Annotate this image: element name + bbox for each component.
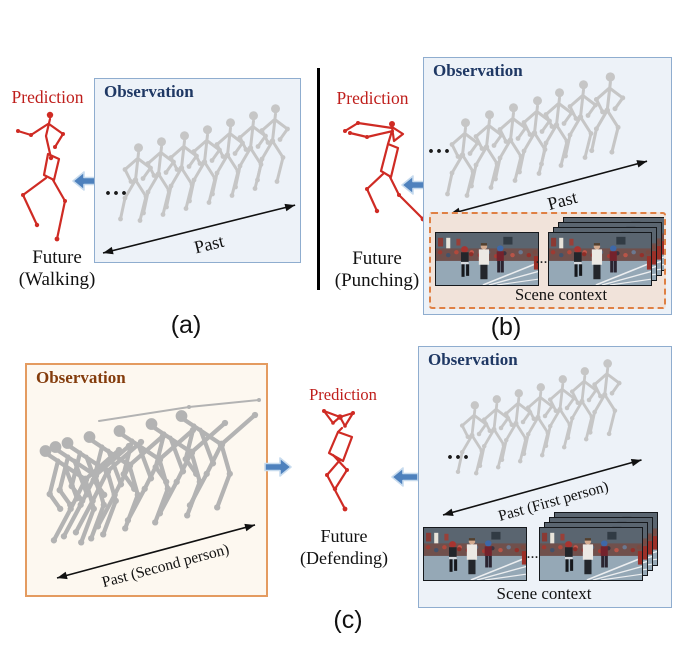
panel-a-prediction-label: Prediction — [11, 87, 84, 107]
panel-b-future-label: Future (Punching) — [325, 248, 429, 292]
past-axis-arrow: Past — [102, 203, 296, 258]
future-text: Future — [32, 247, 82, 268]
ellipsis: ... — [428, 133, 452, 159]
scene-photo — [435, 232, 539, 286]
past-label: Past — [192, 231, 226, 258]
block-arrow-left-icon — [391, 466, 419, 488]
past-label: Past — [545, 187, 579, 214]
scene-photo — [548, 232, 652, 286]
panel-c-predicted-skeleton-defending — [322, 409, 355, 512]
panel-c-observation-first-box: Observation ... Past (First person) — [418, 346, 672, 608]
future-action-text: (Walking) — [18, 269, 96, 290]
panel-b-skeleton-sequence: ... Past — [428, 70, 648, 216]
scene-photo — [423, 527, 527, 581]
panel-b-scene-context-box: ... Scene context — [429, 212, 666, 309]
panel-c-observation-second-box: Observation Past ( — [25, 363, 268, 597]
future-action-text: (Defending) — [300, 548, 388, 568]
panel-c-observation-first-title: Observation — [428, 350, 518, 369]
future-text: Future — [352, 248, 402, 269]
panel-c-prediction-label: Prediction — [309, 385, 377, 404]
caption-c: (c) — [333, 606, 363, 634]
ellipsis: ... — [105, 175, 129, 201]
scene-context-label: Scene context — [514, 285, 608, 304]
panel-a-predicted-skeleton-walking — [16, 111, 67, 242]
panel-a-observation-title: Observation — [104, 82, 194, 101]
panel-c-second-person-skeletons: Past (Second person) — [27, 398, 261, 591]
ellipsis: ... — [447, 439, 471, 465]
scene-ellipsis: ... — [536, 252, 548, 266]
panel-c-future-label: Future (Defending) — [294, 525, 394, 569]
panel-c-observation-second-title: Observation — [36, 368, 126, 387]
block-arrow-right-icon — [264, 456, 292, 478]
panel-a-future-label: Future (Walking) — [7, 247, 107, 291]
panel-b-prediction-label: Prediction — [336, 88, 409, 108]
scene-ellipsis: ... — [527, 547, 539, 561]
panel-divider-line — [317, 68, 320, 290]
panel-b-observation-box: Observation ... Past — [423, 57, 672, 315]
panel-a-observation-box: Observation ... Past — [94, 78, 301, 263]
scene-context-label: Scene context — [496, 584, 592, 603]
caption-a: (a) — [170, 311, 202, 339]
future-text: Future — [320, 526, 368, 546]
panel-b-observation-title: Observation — [433, 61, 523, 80]
scene-photo — [539, 527, 643, 581]
panel-a-skeleton-sequence: ... Past — [102, 102, 296, 258]
future-action-text: (Punching) — [334, 270, 420, 291]
panel-b-predicted-skeleton-punching — [343, 121, 426, 222]
caption-b: (b) — [490, 313, 522, 341]
